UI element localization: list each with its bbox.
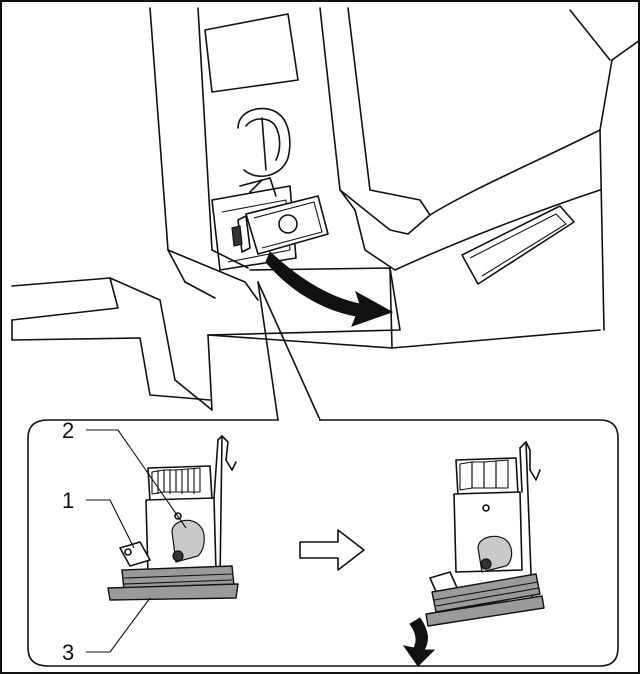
leader-line-1 xyxy=(86,499,135,549)
connector-released xyxy=(425,441,545,627)
callout-label-3: 3 xyxy=(62,640,74,665)
leader-line-3 xyxy=(86,597,151,653)
transition-arrow xyxy=(299,529,365,571)
callout-label-1: 1 xyxy=(62,488,74,513)
release-arrow xyxy=(402,617,436,667)
zoom-leader-line xyxy=(257,281,279,421)
pull-direction-arrow xyxy=(265,251,394,327)
leader-line-2 xyxy=(86,429,187,529)
machine-body xyxy=(11,7,640,411)
callout-label-2: 2 xyxy=(62,418,74,443)
connector-latched xyxy=(107,435,239,601)
zoom-leader-line xyxy=(257,281,321,421)
